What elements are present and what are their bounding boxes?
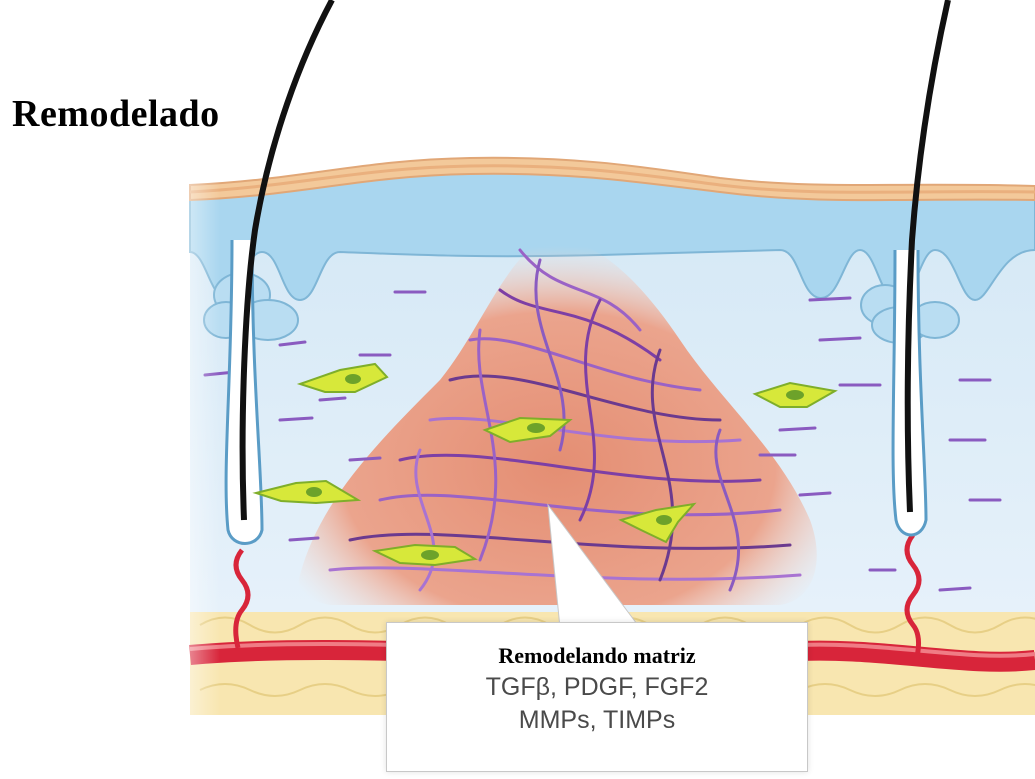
callout-box: Remodelando matriz TGFβ, PDGF, FGF2 MMPs…: [386, 622, 808, 772]
page-title: Remodelado: [12, 92, 220, 136]
callout-title: Remodelando matriz: [387, 643, 807, 669]
callout-line-enzymes: MMPs, TIMPs: [387, 706, 807, 735]
left-fade: [150, 150, 220, 730]
callout-line-growth-factors: TGFβ, PDGF, FGF2: [387, 673, 807, 702]
